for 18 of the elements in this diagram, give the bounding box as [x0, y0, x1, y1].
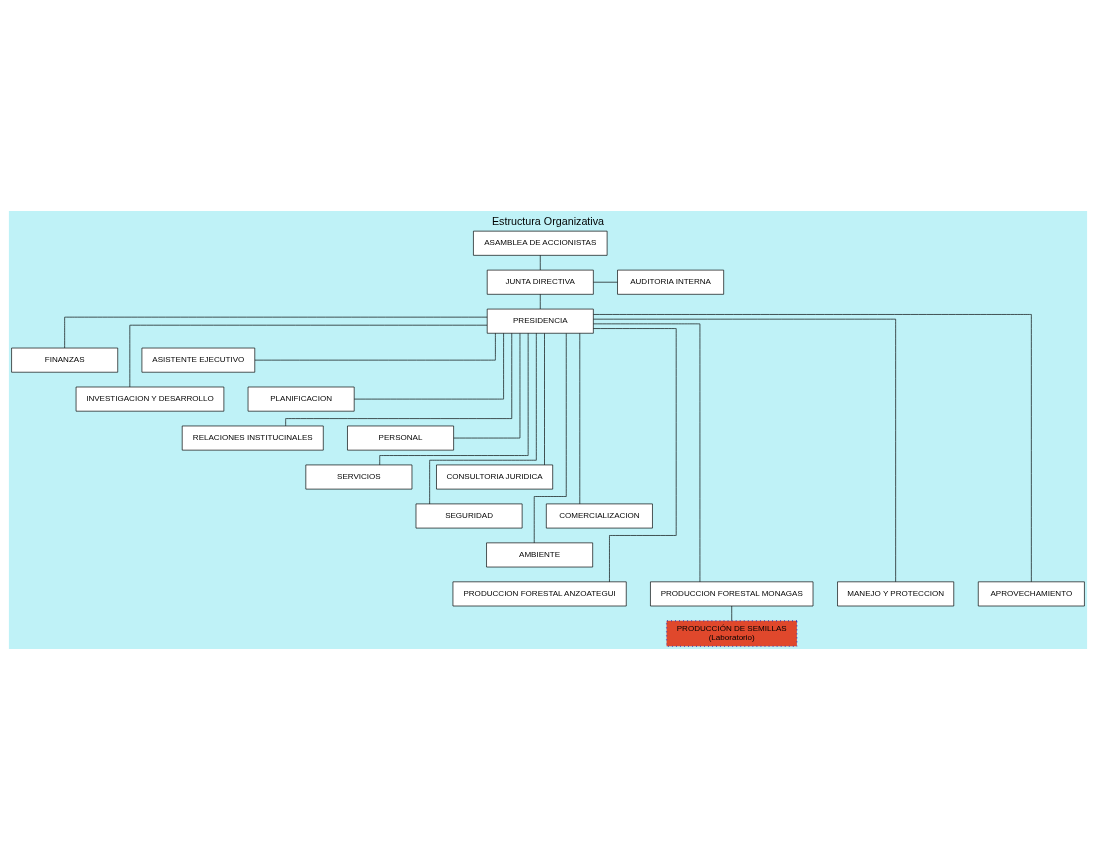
connector	[579, 333, 581, 505]
connector	[379, 333, 529, 466]
connector	[353, 333, 504, 400]
connector	[539, 255, 541, 271]
connector	[593, 281, 618, 283]
connector	[593, 314, 1032, 583]
connector	[593, 323, 701, 583]
connector	[731, 605, 733, 622]
connector	[533, 333, 567, 544]
diagram-title: Estructura Organizativa	[491, 214, 605, 227]
connector	[593, 318, 896, 583]
connector	[64, 316, 488, 349]
connector	[285, 332, 513, 427]
connector	[539, 294, 541, 310]
connector	[429, 332, 537, 505]
connector	[254, 332, 496, 361]
connector	[544, 333, 545, 466]
connector	[593, 328, 677, 583]
